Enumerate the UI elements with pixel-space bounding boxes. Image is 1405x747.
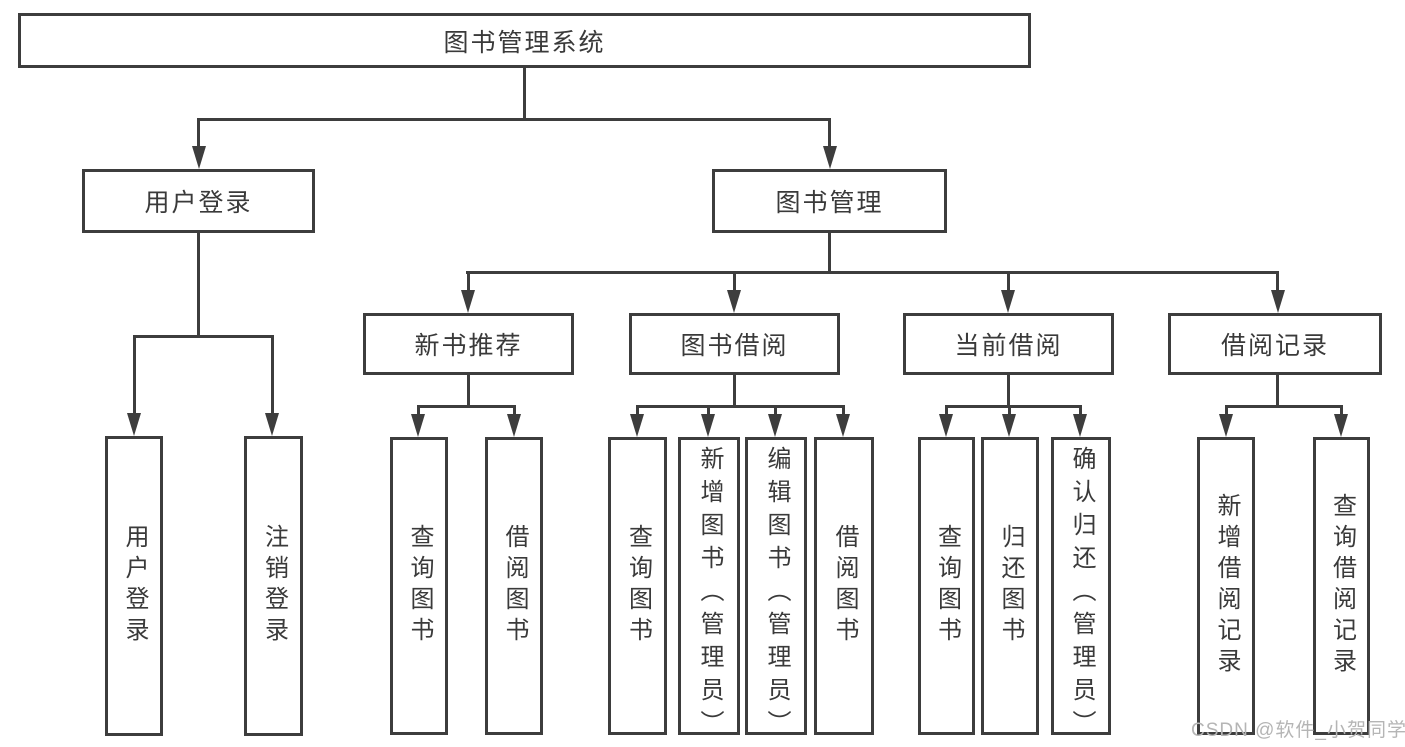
connector-line: [828, 233, 831, 273]
arrowhead-down-icon: [1219, 414, 1233, 437]
arrowhead-down-icon: [1334, 414, 1348, 437]
node-add-borrowing-record: 新增借阅记录: [1197, 437, 1255, 735]
node-label: 查询图书: [406, 524, 433, 648]
node-book-management: 图书管理: [712, 169, 947, 233]
node-label: 借阅记录: [1220, 332, 1329, 360]
connector-line: [774, 407, 777, 415]
node-label: 新增借阅记录: [1213, 493, 1240, 679]
arrowhead-down-icon: [939, 414, 953, 437]
connector-line: [466, 271, 1279, 274]
arrowhead-down-icon: [461, 290, 475, 313]
connector-line: [523, 68, 526, 120]
node-book-borrowing: 图书借阅: [629, 313, 840, 375]
connector-line: [197, 120, 200, 148]
node-label: 借阅图书: [501, 524, 528, 648]
arrowhead-down-icon: [507, 414, 521, 437]
connector-line: [842, 407, 845, 415]
node-borrowing-records: 借阅记录: [1168, 313, 1382, 375]
connector-line: [636, 405, 845, 408]
node-query-borrowing-record: 查询借阅记录: [1313, 437, 1370, 735]
node-label: 用户登录: [144, 189, 253, 217]
connector-line: [197, 118, 831, 121]
connector-line: [1225, 405, 1343, 408]
arrowhead-down-icon: [192, 146, 206, 169]
connector-line: [1225, 407, 1228, 415]
arrowhead-down-icon: [411, 414, 425, 437]
arrowhead-down-icon: [836, 414, 850, 437]
node-query-books-recommendation: 查询图书: [390, 437, 448, 735]
node-logout-leaf: 注销登录: [244, 436, 303, 736]
arrowhead-down-icon: [768, 414, 782, 437]
connector-line: [828, 120, 831, 148]
node-label: 图书管理系统: [443, 28, 606, 57]
node-confirm-return-admin: 确认归还（管理员）: [1051, 437, 1111, 743]
connector-line: [1276, 273, 1279, 291]
node-current-borrowing: 当前借阅: [903, 313, 1114, 375]
node-label: 编辑图书（管理员）: [763, 446, 790, 743]
node-user-login-leaf: 用户登录: [105, 436, 163, 736]
connector-line: [945, 405, 1082, 408]
arrowhead-down-icon: [630, 414, 644, 437]
connector-line: [417, 407, 420, 415]
connector-line: [1079, 407, 1082, 415]
node-return-books: 归还图书: [981, 437, 1039, 735]
node-new-book-recommendation: 新书推荐: [363, 313, 574, 375]
node-label: 查询图书: [933, 524, 961, 648]
connector-line: [133, 337, 136, 415]
connector-line: [636, 407, 639, 415]
connector-line: [1008, 407, 1011, 415]
node-edit-books-admin: 编辑图书（管理员）: [745, 437, 807, 743]
connector-line: [1007, 273, 1010, 291]
connector-line: [467, 273, 470, 291]
connector-line: [133, 335, 274, 338]
node-label: 图书管理: [775, 189, 884, 217]
node-label: 新书推荐: [414, 332, 523, 360]
arrowhead-down-icon: [265, 413, 279, 436]
node-borrow-books-recommendation: 借阅图书: [485, 437, 543, 735]
connector-line: [271, 337, 274, 415]
connector-line: [197, 233, 200, 337]
arrowhead-down-icon: [127, 413, 141, 436]
node-label: 新增图书（管理员）: [696, 446, 723, 743]
node-label: 用户登录: [121, 524, 148, 648]
arrowhead-down-icon: [1002, 414, 1016, 437]
node-label: 借阅图书: [831, 524, 858, 648]
arrowhead-down-icon: [1271, 290, 1285, 313]
node-borrow-books-borrowing: 借阅图书: [814, 437, 874, 735]
arrowhead-down-icon: [727, 290, 741, 313]
arrowhead-down-icon: [1001, 290, 1015, 313]
connector-line: [733, 273, 736, 291]
arrowhead-down-icon: [823, 146, 837, 169]
connector-line: [707, 407, 710, 415]
connector-line: [1007, 375, 1010, 407]
node-user-login: 用户登录: [82, 169, 315, 233]
node-label: 当前借阅: [954, 332, 1063, 360]
connector-line: [467, 375, 470, 407]
connector-line: [1276, 375, 1279, 407]
node-add-books-admin: 新增图书（管理员）: [678, 437, 740, 743]
node-label: 归还图书: [997, 524, 1024, 648]
arrowhead-down-icon: [701, 414, 715, 437]
node-library-system: 图书管理系统: [18, 13, 1031, 68]
node-label: 查询图书: [624, 524, 652, 648]
node-label: 确认归还（管理员）: [1068, 446, 1095, 743]
node-label: 图书借阅: [680, 332, 789, 360]
connector-line: [945, 407, 948, 415]
node-label: 注销登录: [260, 524, 288, 648]
node-query-books-borrowing: 查询图书: [608, 437, 667, 735]
connector-line: [733, 375, 736, 407]
node-label: 查询借阅记录: [1328, 493, 1356, 679]
connector-line: [417, 405, 516, 408]
node-query-books-current: 查询图书: [918, 437, 975, 735]
connector-line: [1340, 407, 1343, 415]
connector-line: [513, 407, 516, 415]
watermark: CSDN @软件_小贺同学: [1191, 720, 1405, 741]
arrowhead-down-icon: [1073, 414, 1087, 437]
